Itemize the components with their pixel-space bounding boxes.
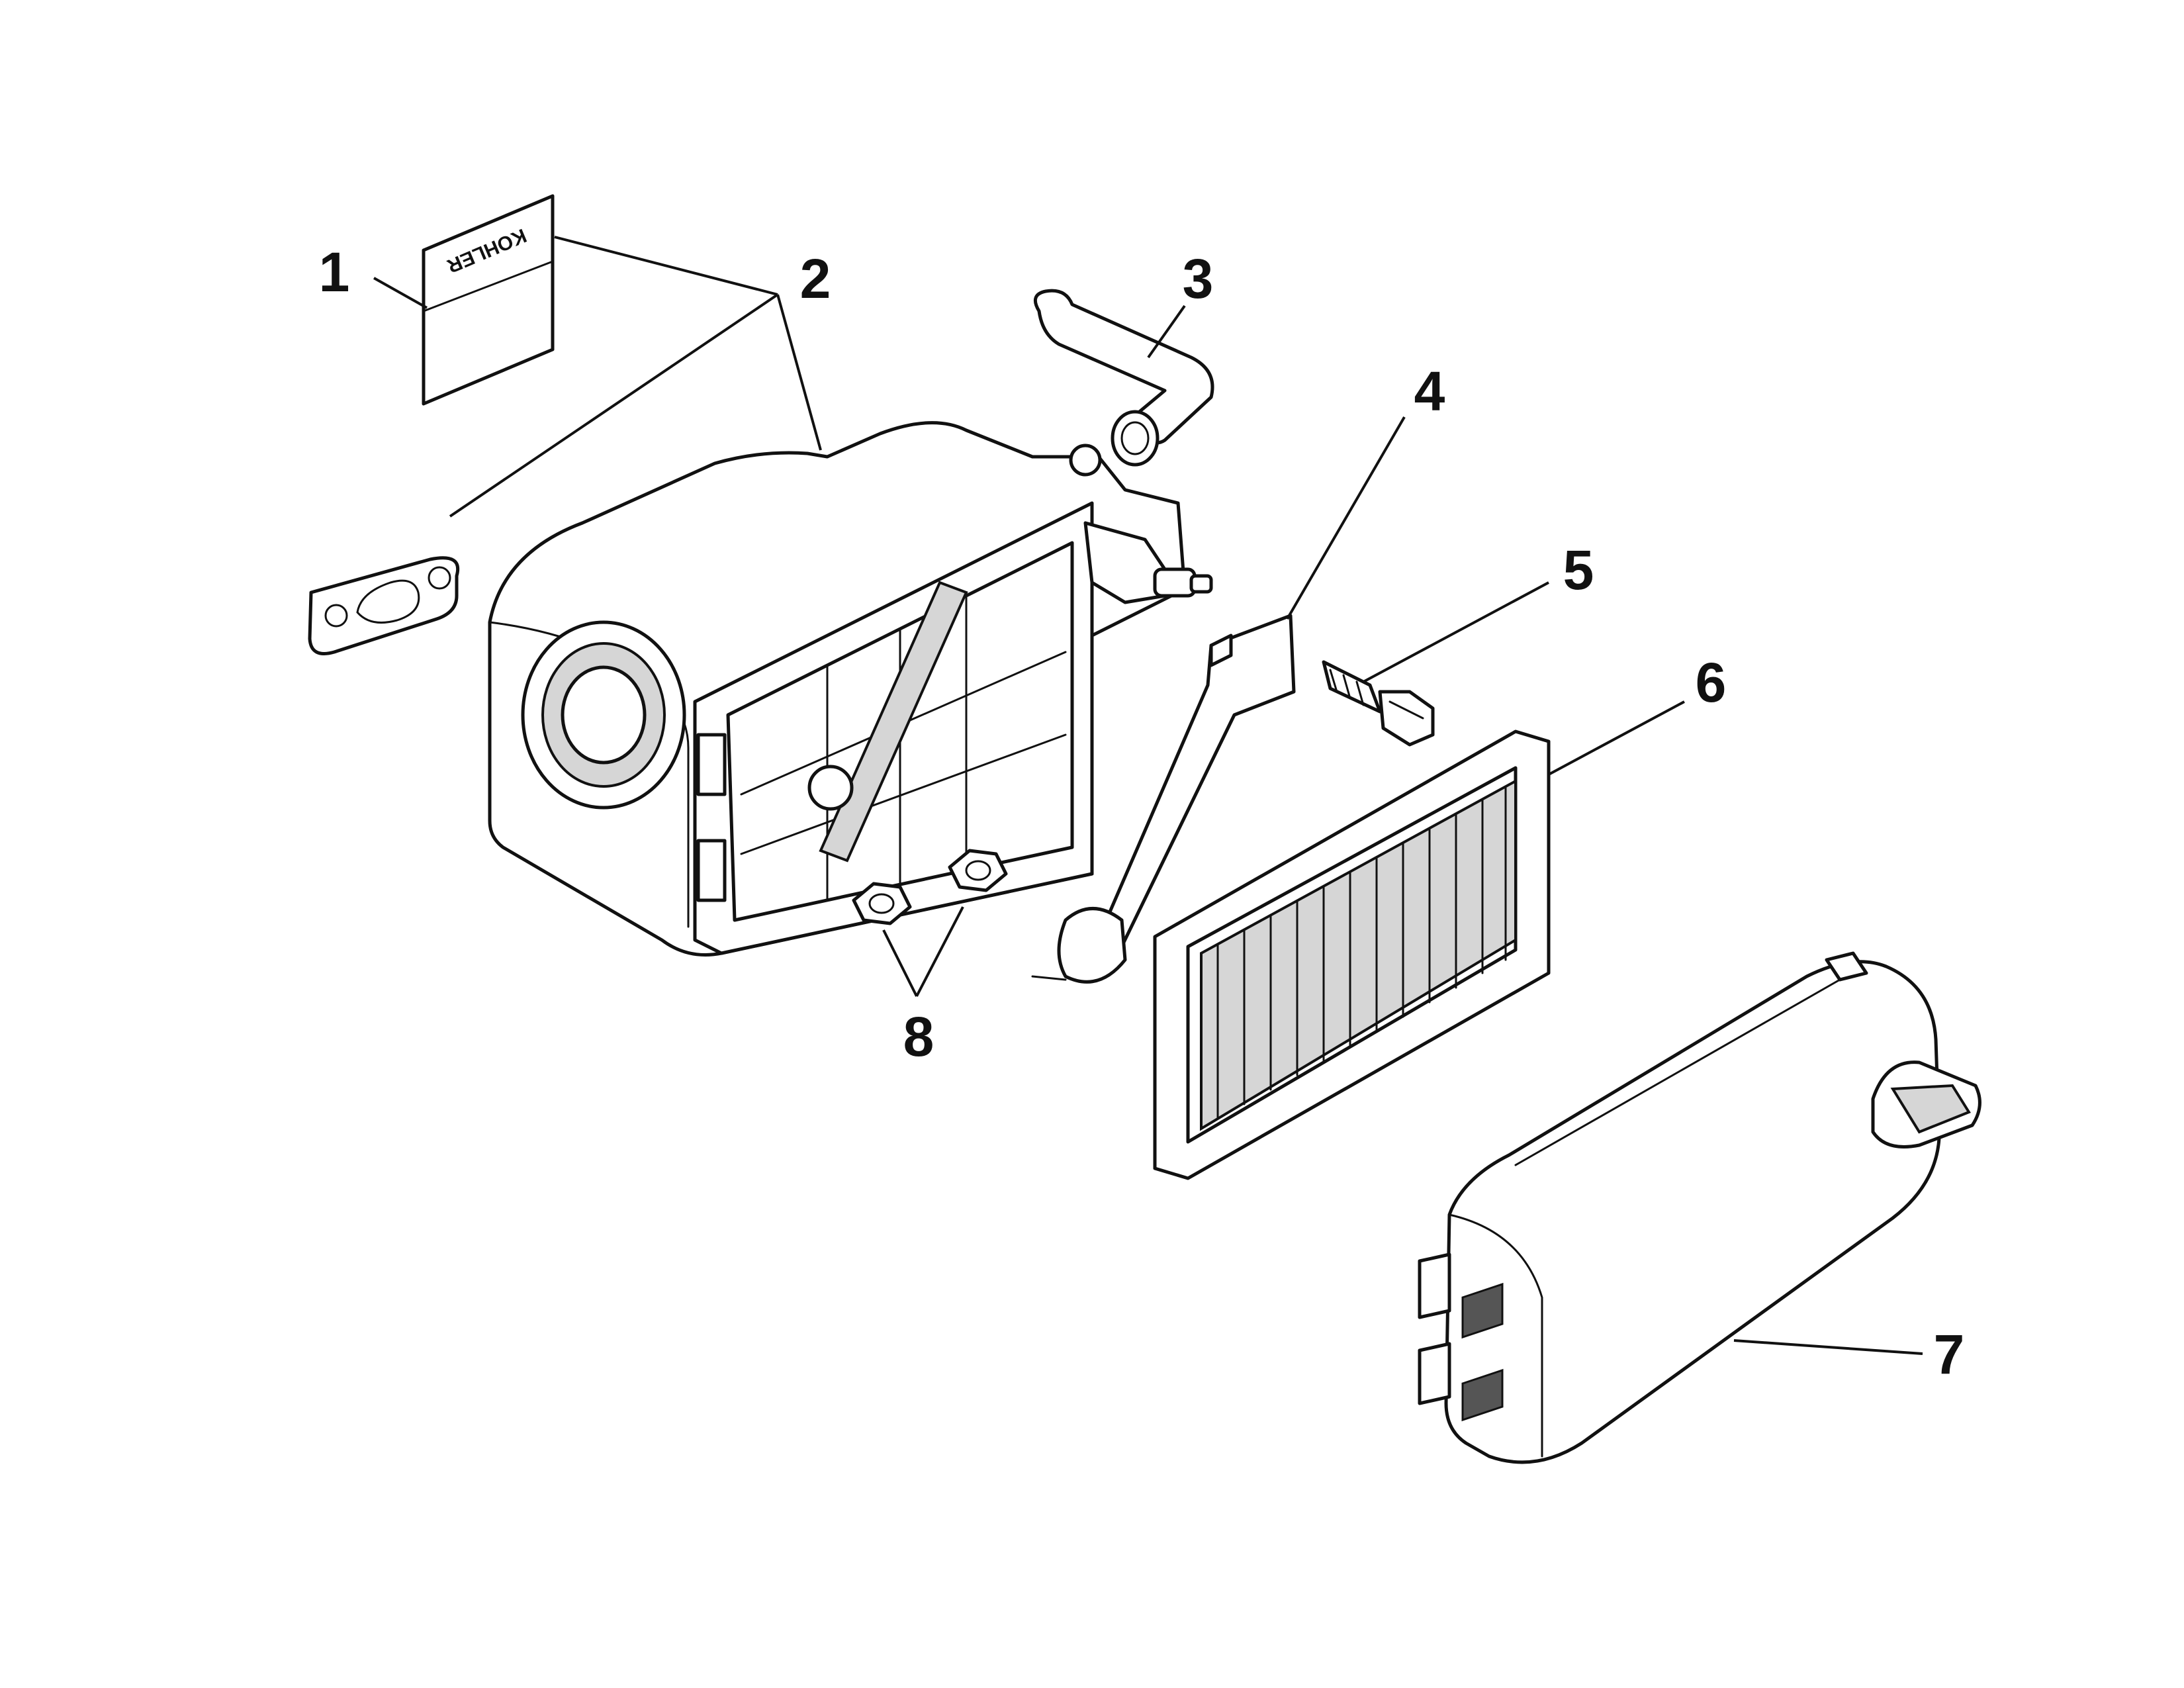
callout-labels: 1 2 3 4 5 6 7 8 bbox=[319, 241, 1965, 1385]
callout-4: 4 bbox=[1414, 360, 1445, 422]
leader-7 bbox=[1733, 1339, 1923, 1355]
decal-part: KOHLER bbox=[422, 194, 555, 406]
bracket-part bbox=[1031, 614, 1296, 984]
leader-2-to-gasket bbox=[449, 293, 779, 518]
leader-2-to-base bbox=[776, 294, 822, 451]
callout-1: 1 bbox=[319, 241, 350, 303]
leader-6 bbox=[1548, 700, 1685, 776]
nut-part bbox=[852, 849, 1008, 925]
leader-4 bbox=[1286, 416, 1406, 620]
paper-element-part bbox=[1153, 729, 1551, 1180]
screw-part bbox=[1322, 660, 1435, 747]
air-cleaner-base-part bbox=[488, 421, 1213, 957]
leader-8-to-nut-b bbox=[915, 906, 964, 997]
filter-pleats bbox=[1216, 786, 1507, 1120]
callout-3: 3 bbox=[1183, 248, 1214, 310]
callout-5: 5 bbox=[1563, 539, 1594, 601]
callout-2: 2 bbox=[800, 248, 831, 310]
leader-1 bbox=[373, 277, 428, 309]
callout-6: 6 bbox=[1696, 651, 1727, 714]
cover-part bbox=[1418, 951, 1981, 1464]
leader-lines bbox=[373, 236, 1923, 1355]
leader-3 bbox=[1147, 305, 1186, 359]
callout-7: 7 bbox=[1934, 1323, 1965, 1385]
breather-hose-part bbox=[1033, 289, 1214, 467]
leader-5 bbox=[1363, 581, 1549, 683]
leader-8-to-nut-a bbox=[882, 929, 918, 997]
gasket-part bbox=[308, 556, 459, 655]
leader-2-to-decal bbox=[554, 236, 778, 296]
callout-8: 8 bbox=[903, 1006, 934, 1068]
